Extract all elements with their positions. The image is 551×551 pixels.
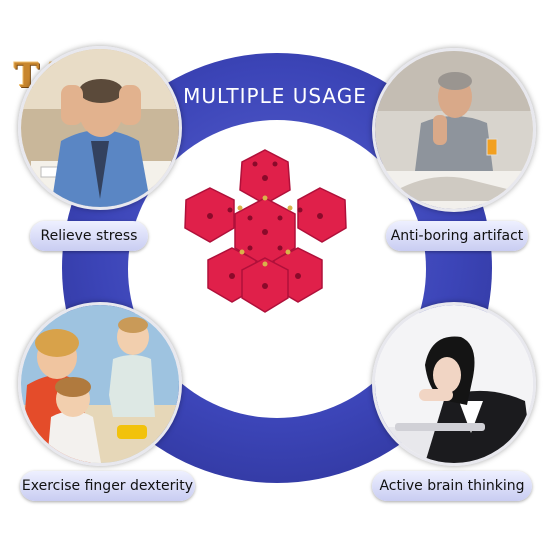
product-image xyxy=(170,148,360,332)
usage-label-brain-thinking: Active brain thinking xyxy=(372,471,532,501)
usage-label-anti-boring: Anti-boring artifact xyxy=(386,221,528,251)
relaxed-man-photo xyxy=(372,48,536,212)
mother-children-photo xyxy=(18,302,182,466)
stressed-man-photo xyxy=(18,46,182,210)
thinking-woman-photo xyxy=(372,302,536,466)
page-title: MULTIPLE USAGE xyxy=(183,84,367,108)
usage-label-finger-dexterity: Exercise finger dexterity xyxy=(20,471,195,501)
usage-label-relieve-stress: Relieve stress xyxy=(30,221,148,251)
